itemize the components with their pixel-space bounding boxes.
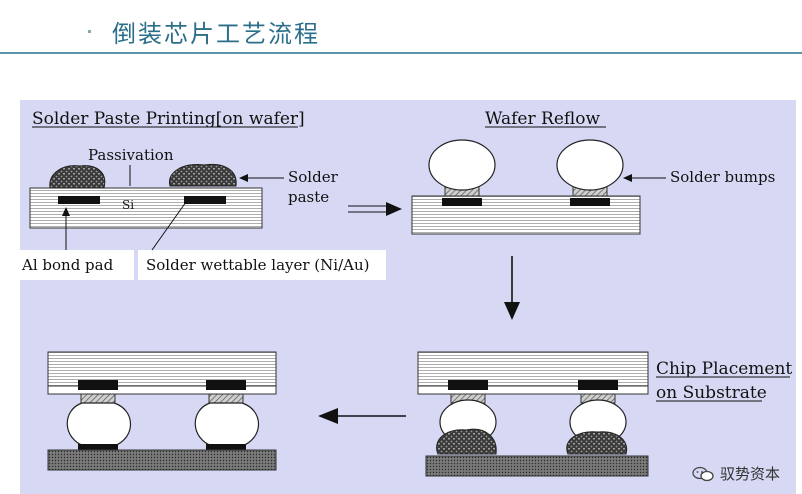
reflowed-joint-right [194,402,259,447]
solder-wettable-label: Solder wettable layer (Ni/Au) [146,256,369,274]
watermark-text: 驭势资本 [719,465,780,483]
al-bond-pad-label-box [20,250,134,280]
solder-bumps-label: Solder bumps [670,168,775,186]
flow-arrow-3-to-4 [318,408,406,424]
step2-wafer [411,139,641,235]
reflowed-joint-left [66,402,131,447]
step3-title-line2: on Substrate [656,383,767,403]
si-label: Si [122,198,134,212]
step2-title: Wafer Reflow [485,109,600,129]
step1-title: Solder Paste Printing[on wafer] [32,109,305,129]
solder-wettable-pointer [151,201,187,251]
diagram-panel [20,100,796,494]
header-bullet [88,30,91,33]
flow-arrow-2-to-3 [504,256,520,320]
al-bond-pad-left [58,196,100,204]
substrate-final [47,449,277,471]
passivation-label: Passivation [88,146,174,164]
substrate-solder-paste-right [566,431,628,455]
al-bond-pad-right [184,196,226,204]
solder-paste-left [49,165,106,189]
step3-assembly [417,351,649,477]
solder-bump-right [556,139,624,191]
watermark: 驭势资本 [692,463,780,484]
step1-wafer [29,163,263,229]
solder-bump-left [428,139,496,191]
wechat-icon [692,466,714,481]
solder-paste-right [168,163,237,187]
substrate-solder-paste-left [436,428,497,455]
step4-assembly [47,351,277,471]
solder-wettable-label-box [138,250,386,280]
al-bond-pad-label: Al bond pad [21,256,114,274]
page-title: 倒装芯片工艺流程 [112,20,320,48]
solder-paste-label-line2: paste [288,188,329,206]
header-divider [0,52,802,54]
step3-title-line1: Chip Placement [656,359,792,379]
flow-arrow-1-to-2 [348,202,402,216]
solder-paste-label-line1: Solder [288,168,339,186]
substrate [425,455,649,477]
